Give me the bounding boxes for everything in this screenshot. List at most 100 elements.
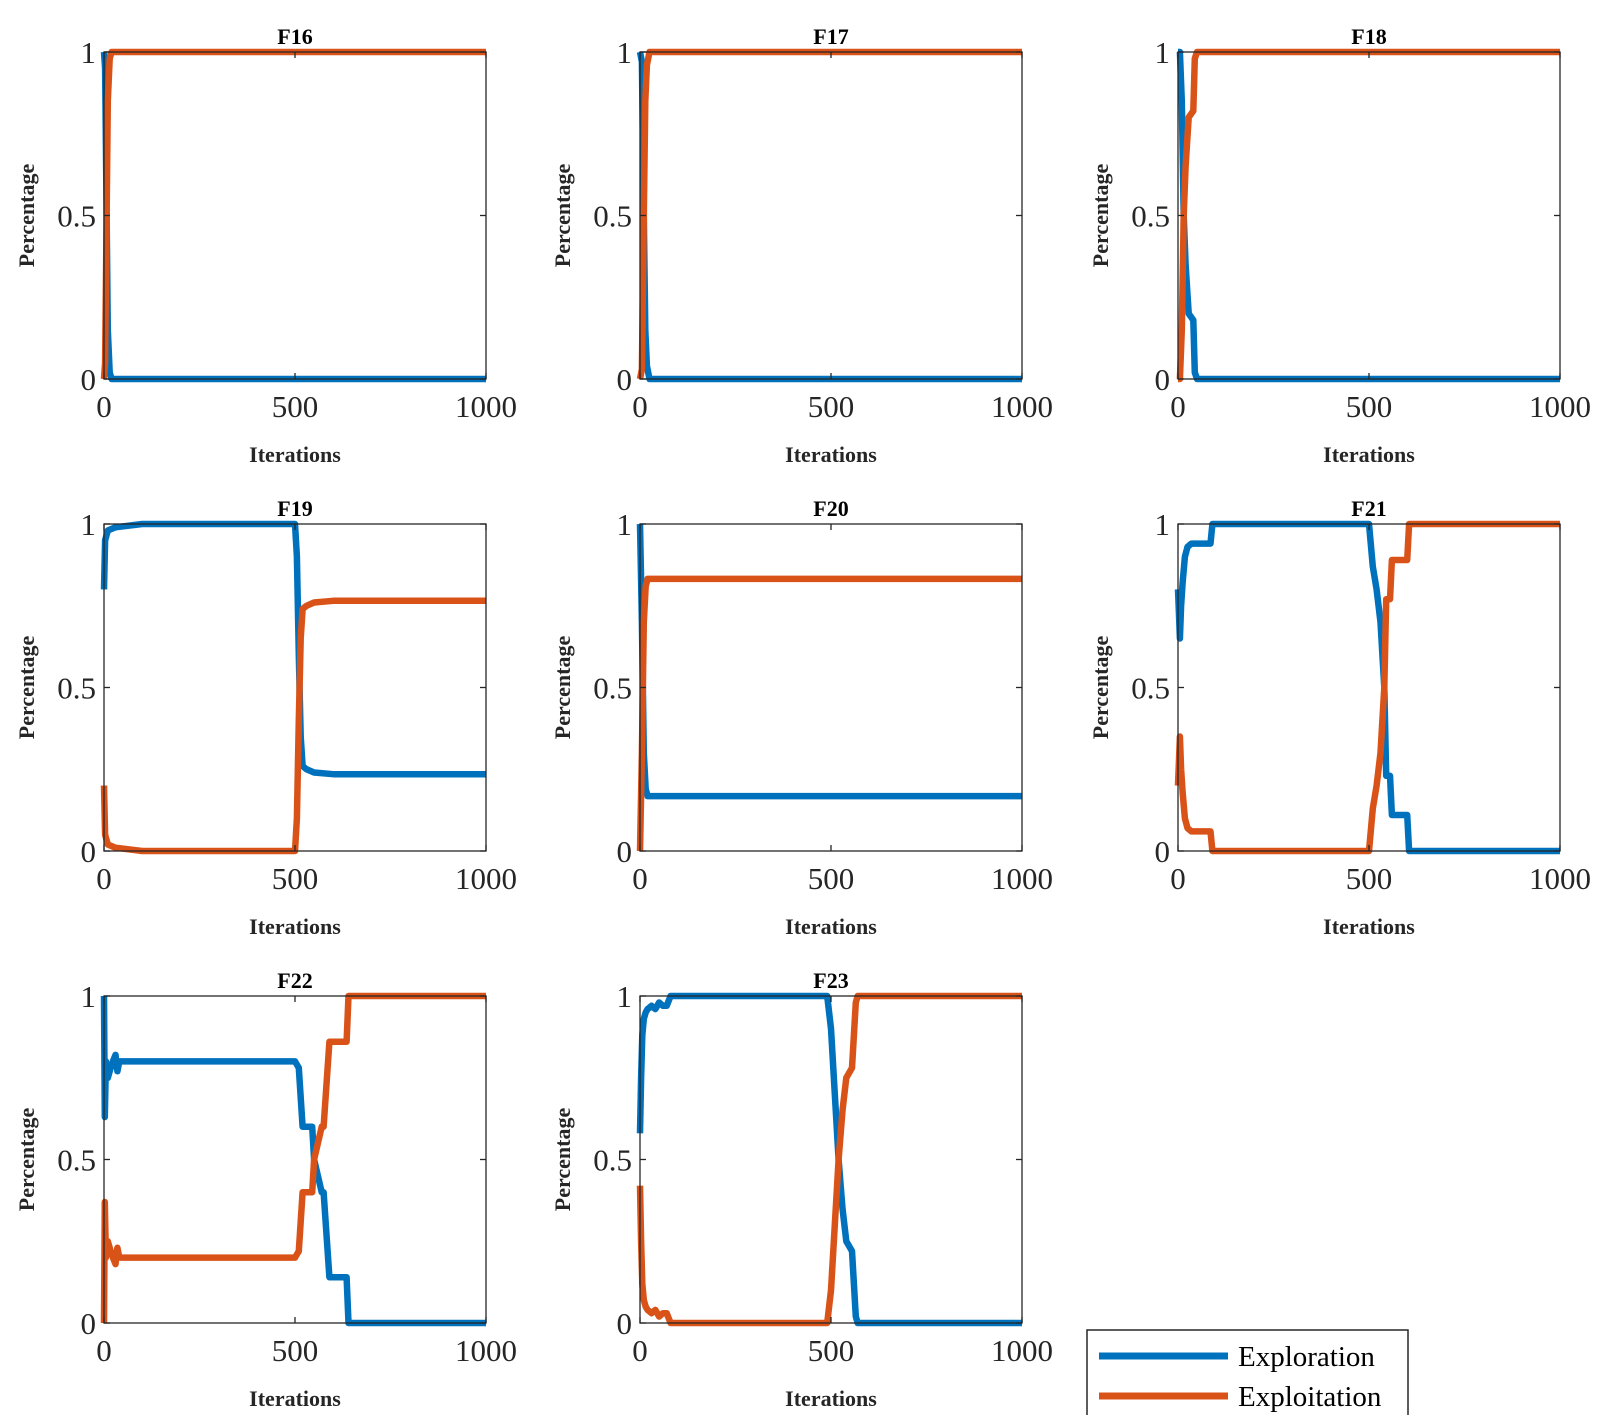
- series-line-exploitation: [1174, 520, 1560, 855]
- x-tick-label: 1000: [991, 1333, 1053, 1368]
- series-line-exploitation: [100, 48, 486, 380]
- subplot-title: F20: [813, 496, 848, 521]
- y-tick-label: 0.5: [57, 1143, 96, 1178]
- y-axis-label: Percentage: [550, 1108, 575, 1212]
- y-axis-label: Percentage: [1088, 636, 1113, 740]
- x-tick-label: 0: [1170, 861, 1186, 896]
- series-line-exploitation: [636, 48, 1022, 380]
- x-tick-label: 1000: [991, 389, 1053, 424]
- y-axis-label: Percentage: [14, 164, 39, 268]
- y-tick-label: 0.5: [57, 199, 96, 234]
- y-tick-label: 0.5: [593, 671, 632, 706]
- y-tick-label: 0: [81, 362, 97, 397]
- subplot-title: F16: [277, 24, 312, 49]
- y-axis-label: Percentage: [550, 636, 575, 740]
- subplot-title: F23: [813, 968, 848, 993]
- series-line-exploration: [100, 520, 486, 778]
- subplot-title: F21: [1351, 496, 1386, 521]
- y-tick-label: 1: [617, 507, 633, 542]
- x-tick-label: 1000: [1529, 861, 1591, 896]
- y-tick-label: 1: [1155, 507, 1171, 542]
- x-tick-label: 0: [96, 1333, 112, 1368]
- x-tick-label: 1000: [455, 861, 517, 896]
- x-tick-label: 0: [632, 861, 648, 896]
- subplot-title: F19: [277, 496, 312, 521]
- series-line-exploration: [1176, 48, 1560, 383]
- y-tick-label: 0: [617, 1306, 633, 1341]
- x-tick-label: 1000: [991, 861, 1053, 896]
- y-tick-label: 1: [1155, 35, 1171, 70]
- y-tick-label: 0.5: [593, 199, 632, 234]
- y-tick-label: 0: [81, 1306, 97, 1341]
- x-tick-label: 0: [632, 1333, 648, 1368]
- x-tick-label: 0: [1170, 389, 1186, 424]
- y-axis-label: Percentage: [1088, 164, 1113, 268]
- y-tick-label: 0: [617, 362, 633, 397]
- axes-frame: [1177, 51, 1561, 380]
- axes-frame: [103, 51, 487, 380]
- x-tick-label: 1000: [455, 1333, 517, 1368]
- x-tick-label: 500: [808, 861, 855, 896]
- y-tick-label: 0: [1155, 834, 1171, 869]
- y-tick-label: 0: [81, 834, 97, 869]
- x-tick-label: 500: [1346, 389, 1393, 424]
- x-axis-label: Iterations: [249, 442, 341, 467]
- x-axis-label: Iterations: [249, 1386, 341, 1411]
- y-tick-label: 0.5: [593, 1143, 632, 1178]
- x-tick-label: 500: [808, 389, 855, 424]
- subplot-title: F22: [277, 968, 312, 993]
- x-axis-label: Iterations: [785, 1386, 877, 1411]
- y-axis-label: Percentage: [14, 636, 39, 740]
- x-tick-label: 0: [632, 389, 648, 424]
- y-tick-label: 0: [617, 834, 633, 869]
- x-tick-label: 0: [96, 861, 112, 896]
- subplot-title: F17: [813, 24, 848, 49]
- axes-frame: [1177, 523, 1561, 852]
- series-line-exploration: [636, 51, 1022, 383]
- series-line-exploitation: [100, 597, 486, 855]
- y-axis-label: Percentage: [550, 164, 575, 268]
- x-tick-label: 500: [808, 1333, 855, 1368]
- series-line-exploration: [636, 523, 1022, 800]
- axes-frame: [103, 995, 487, 1324]
- x-tick-label: 500: [272, 389, 319, 424]
- x-tick-label: 0: [96, 389, 112, 424]
- x-axis-label: Iterations: [1323, 442, 1415, 467]
- y-tick-label: 1: [81, 979, 97, 1014]
- y-tick-label: 0.5: [57, 671, 96, 706]
- y-tick-label: 1: [617, 979, 633, 1014]
- y-tick-label: 0.5: [1131, 199, 1170, 234]
- y-tick-label: 1: [81, 35, 97, 70]
- y-axis-label: Percentage: [14, 1108, 39, 1212]
- y-tick-label: 0.5: [1131, 671, 1170, 706]
- y-tick-label: 1: [81, 507, 97, 542]
- axes-frame: [639, 51, 1023, 380]
- legend-label-exploitation: Exploitation: [1238, 1381, 1382, 1413]
- y-tick-label: 0: [1155, 362, 1171, 397]
- axes-frame: [639, 523, 1023, 852]
- series-line-exploitation: [636, 575, 1022, 852]
- x-axis-label: Iterations: [785, 442, 877, 467]
- x-axis-label: Iterations: [785, 914, 877, 939]
- series-line-exploration: [100, 995, 486, 1327]
- series-line-exploitation: [1176, 48, 1560, 383]
- x-tick-label: 500: [272, 1333, 319, 1368]
- y-tick-label: 1: [617, 35, 633, 70]
- legend-label-exploration: Exploration: [1238, 1341, 1375, 1373]
- subplot-title: F18: [1351, 24, 1386, 49]
- x-tick-label: 500: [1346, 861, 1393, 896]
- series-line-exploitation: [100, 992, 486, 1324]
- series-line-exploration: [1174, 520, 1560, 855]
- x-tick-label: 1000: [1529, 389, 1591, 424]
- series-line-exploration: [100, 51, 486, 383]
- x-tick-label: 500: [272, 861, 319, 896]
